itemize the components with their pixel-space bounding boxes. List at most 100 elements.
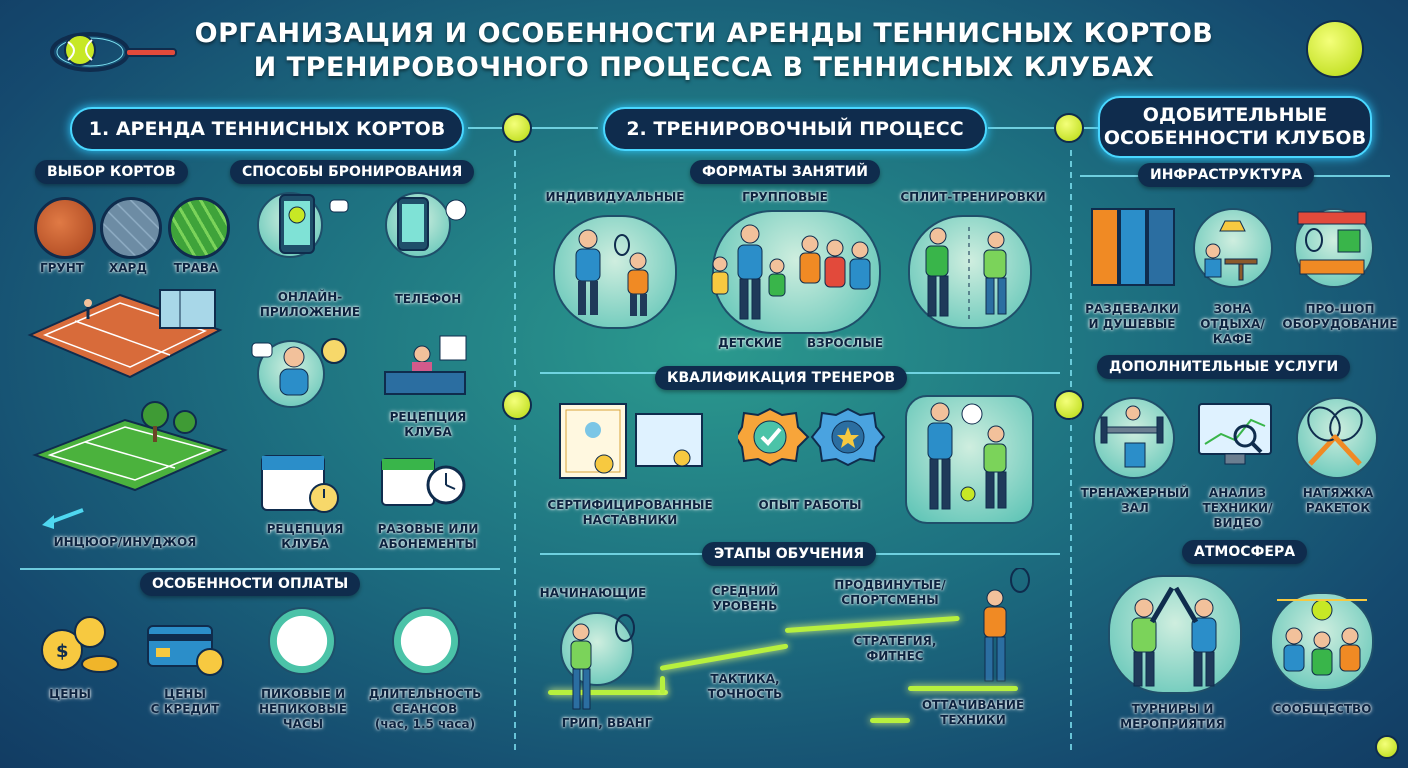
clay-court-icon: [34, 197, 96, 259]
grass-court-icon: [168, 197, 230, 259]
subheader-formats: ФОРМАТЫ ЗАНЯТИЙ: [690, 160, 881, 184]
player-forehand-icon: [570, 614, 635, 710]
clock-icon: [381, 458, 466, 506]
stage-detail-tactics: ТАКТИКА, ТОЧНОСТЬ: [707, 672, 783, 701]
clay-court-illustration: [27, 289, 223, 379]
progress-arrow: [908, 686, 1018, 691]
certificate-icon: [559, 403, 703, 479]
booking-label-reception-2: РЕЦЕПЦИЯ КЛУБА: [266, 522, 344, 551]
connector-ball-icon: [502, 390, 532, 420]
racket-stringing-icon: [1296, 397, 1378, 479]
session-duration-clock-icon: [392, 607, 460, 675]
subheader-payment: ОСОБЕННОСТИ ОПЛАТЫ: [140, 572, 361, 596]
stage-detail-strategy: СТРАТЕГИЯ, ФИТНЕС: [853, 634, 937, 663]
coach-label-experience: ОПЫТ РАБОТЫ: [758, 498, 862, 512]
atmosphere-label-community: СООБЩЕСТВО: [1272, 702, 1372, 716]
split-players-icon: [925, 227, 1007, 322]
corner-ball-icon: [1375, 735, 1399, 759]
connector-ball-icon: [1054, 113, 1084, 143]
column-divider-left: [514, 150, 516, 750]
progress-arrow: [548, 690, 668, 695]
award-medal-icon: [738, 407, 886, 467]
hard-court-icon: [100, 197, 162, 259]
booking-label-phone: ТЕЛЕФОН: [394, 292, 462, 306]
service-label-stringing: НАТЯЖКА РАКЕТОК: [1302, 486, 1374, 515]
subheader-court-choice: ВЫБОР КОРТОВ: [35, 160, 188, 184]
credit-card-icon: [147, 625, 224, 676]
cafe-table-icon: [1204, 220, 1258, 281]
court-label-clay: ГРУНТ: [40, 261, 84, 275]
smartphone-icon: [279, 194, 349, 254]
infra-label-pro-shop: ПРО-ШОП ОБОРУДОВАНИЕ: [1282, 302, 1398, 331]
infra-label-cafe: ЗОНА ОТДЫХА/ КАФЕ: [1200, 302, 1265, 346]
payment-label-credit: ЦЕНЫ С КРЕДИТ: [150, 687, 220, 716]
divider-line: [20, 568, 500, 570]
coins-icon: $: [41, 616, 119, 673]
cycle-arrow-icon: [42, 508, 84, 529]
stage-detail-technique: ОТТАЧИВАНИЕ ТЕХНИКИ: [921, 698, 1025, 727]
connector-ball-icon: [502, 113, 532, 143]
individual-training-illustration: [553, 215, 677, 329]
page-title-line-1: ОРГАНИЗАЦИЯ И ОСОБЕННОСТИ АРЕНДЫ ТЕННИСН…: [194, 18, 1214, 49]
section-header-club-features: ОДОБИТЕЛЬНЫЕ ОСОБЕННОСТИ КЛУБОВ: [1098, 96, 1372, 158]
progress-arrow: [870, 718, 910, 723]
subheader-additional-services: ДОПОЛНИТЕЛЬНЫЕ УСЛУГИ: [1097, 355, 1351, 379]
tournaments-illustration: [1108, 575, 1242, 694]
court-label-hard: ХАРД: [108, 261, 148, 275]
subheader-infrastructure: ИНФРАСТРУКТУРА: [1138, 163, 1315, 187]
peak-hours-clock-icon: [268, 607, 336, 675]
subheader-coach-qualification: КВАЛИФИКАЦИЯ ТРЕНЕРОВ: [655, 366, 908, 390]
player-advanced-icon: [983, 568, 1030, 682]
stage-detail-grip: ГРИП, ВВАНГ: [561, 716, 653, 730]
payment-label-peak-hours: ПИКОВЫЕ И НЕПИКОВЫЕ ЧАСЫ: [258, 687, 348, 731]
grass-court-illustration: [32, 401, 228, 492]
calendar-icon: [261, 455, 339, 513]
racket-cross-icon: [1307, 406, 1363, 466]
high-five-players-icon: [1131, 586, 1217, 687]
format-label-individual: ИНДИВИДУАЛЬНЫЕ: [545, 190, 685, 204]
subheader-learning-stages: ЭТАПЫ ОБУЧЕНИЯ: [702, 542, 877, 566]
booking-label-reception: РЕЦЕПЦИЯ КЛУБА: [389, 410, 467, 439]
stage-label-beginners: НАЧИНАЮЩИЕ: [539, 586, 647, 600]
indoor-outdoor-label: ИНЦЮОР/ИНУДЖОЯ: [53, 535, 197, 549]
section-header-court-rental: 1. АРЕНДА ТЕННИСНЫХ КОРТОВ: [70, 107, 464, 151]
infra-label-lockers: РАЗДЕВАЛКИ И ДУШЕВЫЕ: [1085, 302, 1179, 331]
pro-shop-icon: [1297, 211, 1367, 275]
atmosphere-label-tournaments: ТУРНИРЫ И МЕРОПРИЯТИЯ: [1120, 702, 1225, 731]
connector-line-top: [468, 127, 598, 129]
coach-teaching-icon: [927, 402, 1007, 510]
payment-label-session-duration: ДЛИТЕЛЬНОСТЬ СЕАНСОВ (час, 1.5 часа): [368, 687, 482, 731]
coach-label-certified: СЕРТИФИЦИРОВАННЫЕ НАСТАВНИКИ: [547, 498, 713, 527]
service-label-gym: ТРЕНАЖЕРНЫЙ ЗАЛ: [1080, 486, 1190, 515]
connector-line-top-right: [988, 127, 1098, 129]
section-header-training: 2. ТРЕНИРОВОЧНЫЙ ПРОЦЕСС: [603, 107, 987, 151]
video-analysis-icon: [1198, 403, 1272, 465]
booking-label-subscription: РАЗОВЫЕ ИЛИ АБОНЕМЕНТЫ: [377, 522, 479, 551]
tennis-ball-icon: [1306, 20, 1364, 78]
gym-equipment-icon: [1100, 405, 1164, 468]
progress-arrow: [659, 643, 789, 671]
payment-label-prices: ЦЕНЫ: [49, 687, 91, 701]
svg-text:$: $: [56, 641, 69, 662]
subheader-booking-methods: СПОСОБЫ БРОНИРОВАНИЯ: [230, 160, 475, 184]
stage-label-intermediate: СРЕДНИЙ УРОВЕНЬ: [711, 584, 779, 613]
group-players-icon: [711, 224, 871, 320]
subheader-atmosphere: АТМОСФЕРА: [1182, 540, 1308, 564]
column-divider-right: [1070, 150, 1072, 750]
progress-arrow: [660, 676, 665, 694]
beginner-player-illustration: [560, 612, 634, 686]
tennis-racket-ball-icon: [50, 32, 177, 72]
booking-label-online-app: ОНЛАЙН- ПРИЛОЖЕНИЕ: [259, 290, 361, 319]
format-label-group: ГРУППОВЫЕ: [742, 190, 828, 204]
format-sub-label-adults: ВЗРОСЛЫЕ: [806, 336, 884, 350]
page-title-line-2: И ТРЕНИРОВОЧНОГО ПРОЦЕССА В ТЕННИСНЫХ КЛ…: [253, 52, 1155, 83]
locker-icon: [1091, 208, 1175, 286]
connector-ball-icon: [1054, 390, 1084, 420]
coach-and-player-icon: [575, 229, 649, 316]
progress-arrow: [784, 615, 960, 633]
stage-label-advanced: ПРОДВИНУТЫЕ/ СПОРТСМЕНЫ: [834, 578, 946, 607]
community-people-icon: [1277, 599, 1367, 676]
phone-call-icon: [397, 197, 467, 251]
receptionist-icon: [251, 338, 347, 396]
